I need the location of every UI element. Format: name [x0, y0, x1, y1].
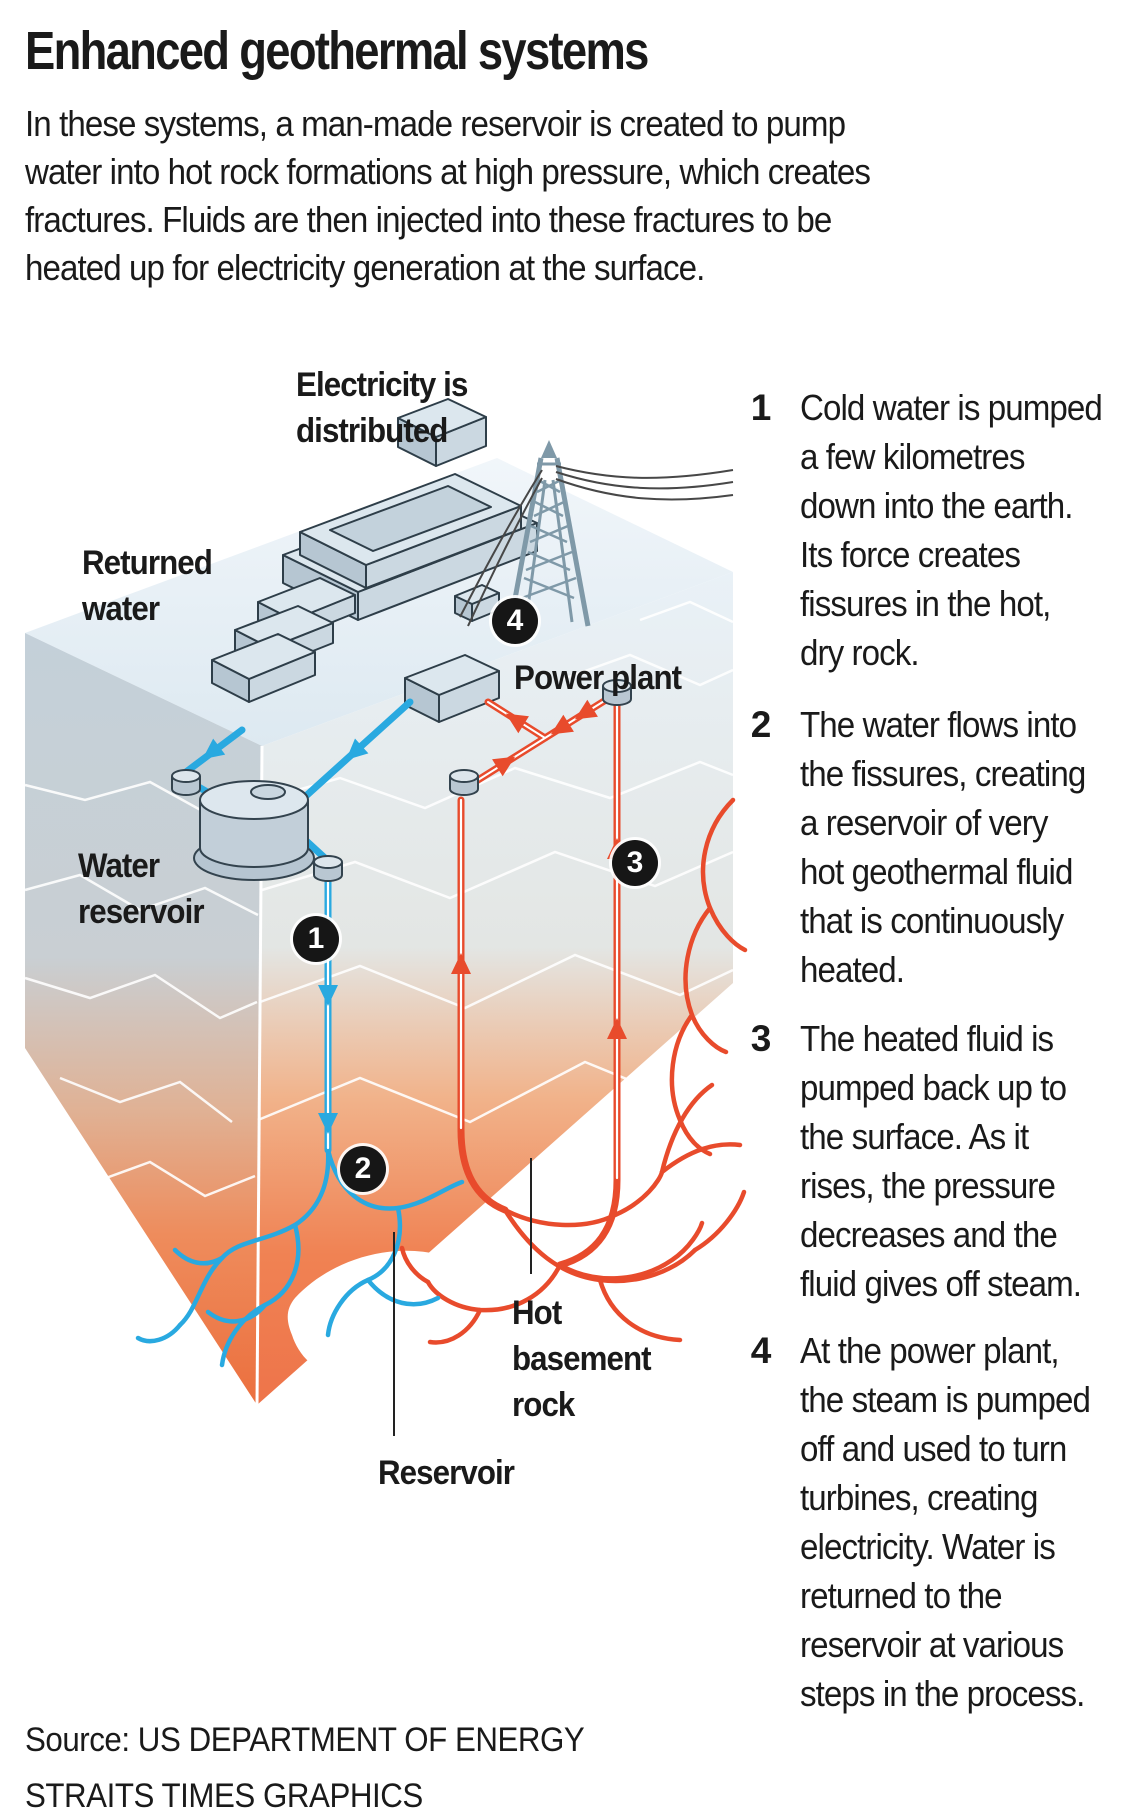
- page-title: Enhanced geothermal systems: [25, 21, 649, 81]
- diagram-badge-2: 2: [340, 1146, 386, 1192]
- intro-paragraph: In these systems, a man-made reservoir i…: [25, 103, 871, 288]
- wellheads: [171, 679, 632, 882]
- label-electricity-distributed: Electricity is distributed: [296, 366, 468, 450]
- step-4-number: 4: [750, 1330, 772, 1371]
- label-reservoir: Reservoir: [378, 1454, 515, 1492]
- step-2-text: The water flows into the fissures, creat…: [800, 704, 1086, 990]
- power-lines: [459, 465, 734, 627]
- water-tank: [193, 780, 315, 881]
- step-1-number: 1: [750, 387, 772, 428]
- step-3-number: 3: [750, 1018, 772, 1059]
- label-water-reservoir: Water reservoir: [78, 847, 205, 931]
- power-plant-buildings: [211, 398, 538, 723]
- step-1-text: Cold water is pumped a few kilometres do…: [800, 387, 1103, 673]
- geothermal-diagram: [0, 330, 760, 1490]
- label-power-plant: Power plant: [514, 659, 682, 697]
- step-4-text: At the power plant, the steam is pumped …: [800, 1330, 1091, 1714]
- step-3-text: The heated fluid is pumped back up to th…: [800, 1018, 1082, 1304]
- hot-fracture-network: [399, 797, 748, 1345]
- step-2-number: 2: [750, 704, 772, 745]
- source-attribution: Source: US DEPARTMENT OF ENERGY STRAITS …: [25, 1721, 585, 1811]
- label-hot-basement-rock: Hot basement rock: [512, 1294, 652, 1424]
- label-returned-water: Returned water: [82, 544, 213, 628]
- cold-fracture-network: [135, 1147, 465, 1368]
- diagram-badge-3: 3: [612, 840, 658, 886]
- reservoir-leader-line: [393, 1232, 395, 1436]
- diagram-badge-4: 4: [492, 598, 538, 644]
- diagram-badge-1: 1: [293, 916, 339, 962]
- diagram-canvas: [24, 398, 748, 1406]
- hot-basement-rock-leader-line: [530, 1158, 532, 1274]
